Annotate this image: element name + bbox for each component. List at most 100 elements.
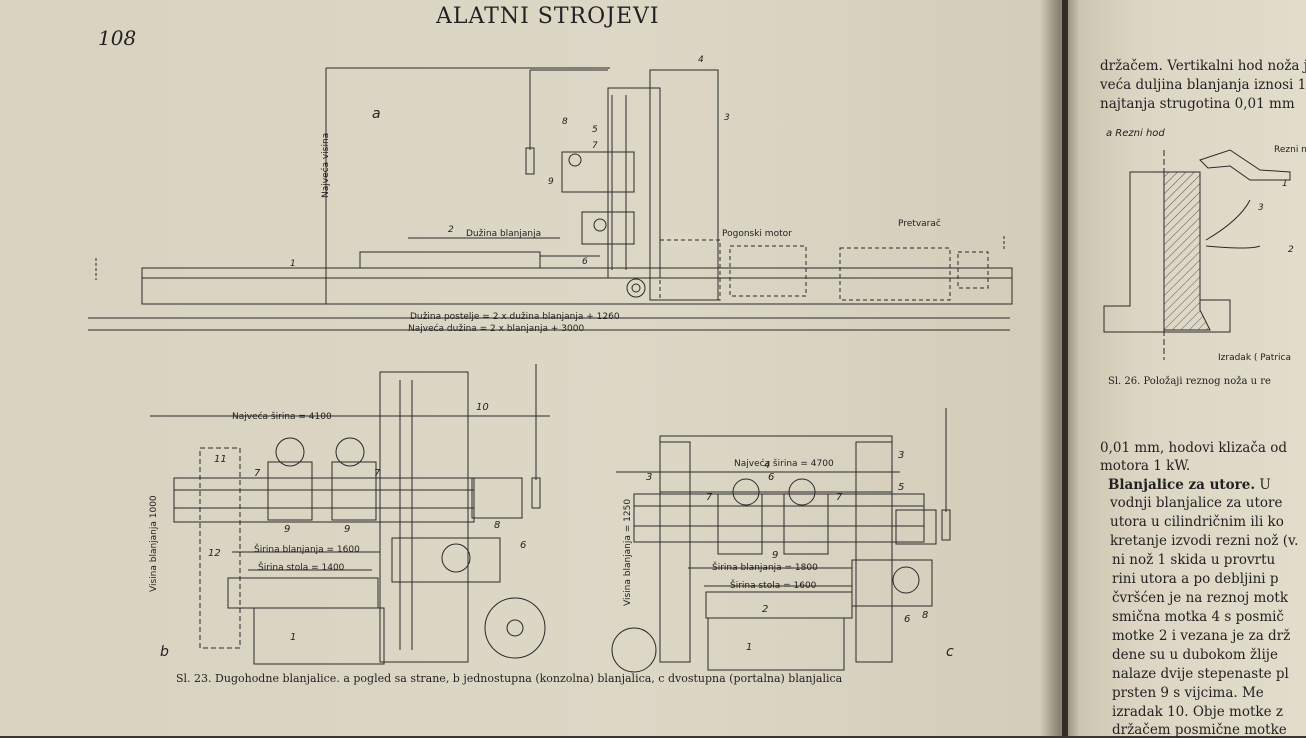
- tool-head-upper: [561, 151, 635, 193]
- label-c-planing-height: Visina blanjanja = 1250: [623, 499, 633, 606]
- drive-wheel-b: [484, 597, 546, 659]
- cross-rail-b: [173, 477, 475, 523]
- column-outline: [607, 87, 661, 279]
- label-c-max-width: Najveća širina = 4700: [734, 458, 834, 469]
- text-line: motora 1 kW.: [1100, 458, 1191, 474]
- cross-rail-c: [633, 493, 925, 543]
- callout-b-7b: 7: [374, 468, 381, 479]
- left-page: [0, 0, 1062, 736]
- fig26-callout-1: 1: [1282, 179, 1288, 189]
- view-b-single-column: b Najveća širina = 4100 Širina blanjanja…: [149, 364, 550, 665]
- heading-rest: U: [1255, 477, 1271, 493]
- label-bed-length: Dužina postelje = 2 x dužina blanjanja +…: [410, 312, 620, 322]
- table-b: [227, 577, 379, 609]
- callout-c-9: 9: [772, 550, 778, 561]
- callout-5: 5: [592, 125, 598, 135]
- text-line: ni nož 1 skida u provrtu: [1112, 552, 1276, 568]
- tool-head-c2: [783, 493, 829, 555]
- callout-c-6a: 6: [904, 614, 910, 625]
- page-number: 108: [98, 26, 137, 50]
- callout-7: 7: [592, 141, 598, 151]
- view-c-letter: c: [946, 644, 954, 660]
- section-heading: Blanjalice za utore. U: [1108, 477, 1271, 493]
- figure-23-caption: Sl. 23. Dugohodne blanjalice. a pogled s…: [176, 672, 843, 685]
- table-c: [705, 591, 853, 619]
- column-c-left: [659, 441, 691, 663]
- bed-outline: [141, 267, 1013, 305]
- tool-head-lower: [581, 211, 635, 245]
- text-line: držačem posmične motke: [1112, 722, 1287, 738]
- callout-c-4: 4: [764, 460, 770, 471]
- text-line: veća duljina blanjanja iznosi 1(: [1100, 77, 1306, 93]
- fig26-callout-2: 2: [1288, 245, 1294, 255]
- callout-c-6b: 6: [768, 472, 774, 483]
- callout-c-1: 1: [746, 642, 752, 653]
- handwheel-c1: [732, 478, 760, 506]
- callout-c-7b: 7: [836, 492, 843, 503]
- drive-wheel-c: [611, 627, 657, 673]
- side-head-c: [851, 559, 933, 607]
- label-drive-motor: Pogonski motor: [722, 229, 792, 239]
- label-c-planing-width: Širina blanjanja = 1800: [712, 561, 818, 573]
- callout-b-12: 12: [208, 548, 221, 559]
- callout-9: 9: [548, 177, 554, 187]
- callout-2: 2: [448, 225, 454, 235]
- label-b-table-width: Širina stola = 1400: [258, 561, 345, 573]
- side-head-b: [391, 537, 501, 583]
- callout-c-3b: 3: [898, 450, 904, 461]
- tool-head-c1: [717, 493, 763, 555]
- text-line: najtanja strugotina 0,01 mm: [1100, 96, 1295, 112]
- view-a-side-view: a Najveća visina Dužina blanjanja Pogons…: [88, 55, 1013, 334]
- figure-26-caption: Sl. 26. Položaji reznog noža u re: [1108, 376, 1271, 387]
- callout-b-9a: 9: [284, 524, 290, 535]
- view-b-letter: b: [160, 644, 169, 660]
- top-beam-c: [659, 435, 893, 493]
- tool-head-b1: [267, 461, 313, 521]
- text-line: nalaze dvije stepenaste pl: [1112, 666, 1289, 682]
- label-converter: Pretvarač: [898, 218, 941, 229]
- callout-c-8: 8: [922, 610, 928, 621]
- text-line: rini utora a po debljini p: [1112, 571, 1279, 587]
- column-c-right: [855, 441, 893, 663]
- label-c-table-width: Širina stola = 1600: [730, 579, 817, 591]
- label-max-height: Najveća visina: [320, 133, 331, 198]
- handwheel-b1: [275, 437, 305, 467]
- text-line: utora u cilindričnim ili ko: [1110, 514, 1284, 530]
- callout-c-7a: 7: [706, 492, 713, 503]
- book-gutter: [1040, 0, 1080, 736]
- callout-8: 8: [562, 117, 568, 127]
- text-line: kretanje izvodi rezni nož (v.: [1110, 533, 1299, 549]
- callout-b-1: 1: [290, 632, 296, 643]
- label-b-planing-height: Visina blanjanja 1000: [149, 495, 159, 592]
- fig26-callout-3: 3: [1258, 203, 1264, 213]
- figure-26-title: a Rezni hod: [1106, 128, 1165, 139]
- running-head: ALATNI STROJEVI: [436, 4, 660, 29]
- text-line: vodnji blanjalice za utore: [1110, 495, 1283, 511]
- table-outline: [359, 251, 541, 269]
- text-line: izradak 10. Obje motke z: [1112, 704, 1283, 720]
- callout-c-5: 5: [898, 482, 904, 493]
- view-a-letter: a: [372, 106, 381, 122]
- text-line: držačem. Vertikalni hod noža j: [1100, 58, 1306, 74]
- label-b-max-width: Najveća širina = 4100: [232, 411, 332, 422]
- tool-head-b2: [331, 461, 377, 521]
- callout-6: 6: [582, 257, 588, 267]
- column-b-dashed: [199, 447, 241, 649]
- callout-4: 4: [698, 55, 704, 65]
- column-b: [379, 371, 469, 663]
- text-line: čvršćen je na reznoj motk: [1112, 590, 1288, 606]
- callout-b-6: 6: [520, 540, 526, 551]
- callout-1: 1: [290, 259, 296, 269]
- callout-3: 3: [724, 113, 730, 123]
- text-line: prsten 9 s vijcima. Me: [1112, 685, 1264, 701]
- text-line: dene su u dubokom žlije: [1112, 647, 1278, 663]
- callout-b-10: 10: [476, 402, 489, 413]
- label-b-planing-width: Širina blanjanja = 1600: [254, 543, 360, 555]
- label-max-length: Najveća dužina = 2 x blanjanja + 3000: [408, 323, 584, 334]
- callout-b-7a: 7: [254, 468, 261, 479]
- text-line: motke 2 i vezana je za drž: [1112, 628, 1291, 644]
- callout-b-11: 11: [214, 454, 227, 465]
- figure-26-label-knife: Rezni n: [1274, 145, 1306, 155]
- figure-26-cutting-tool: a Rezni hod Rezni n Izradak ( Patrica 1 …: [1103, 128, 1306, 363]
